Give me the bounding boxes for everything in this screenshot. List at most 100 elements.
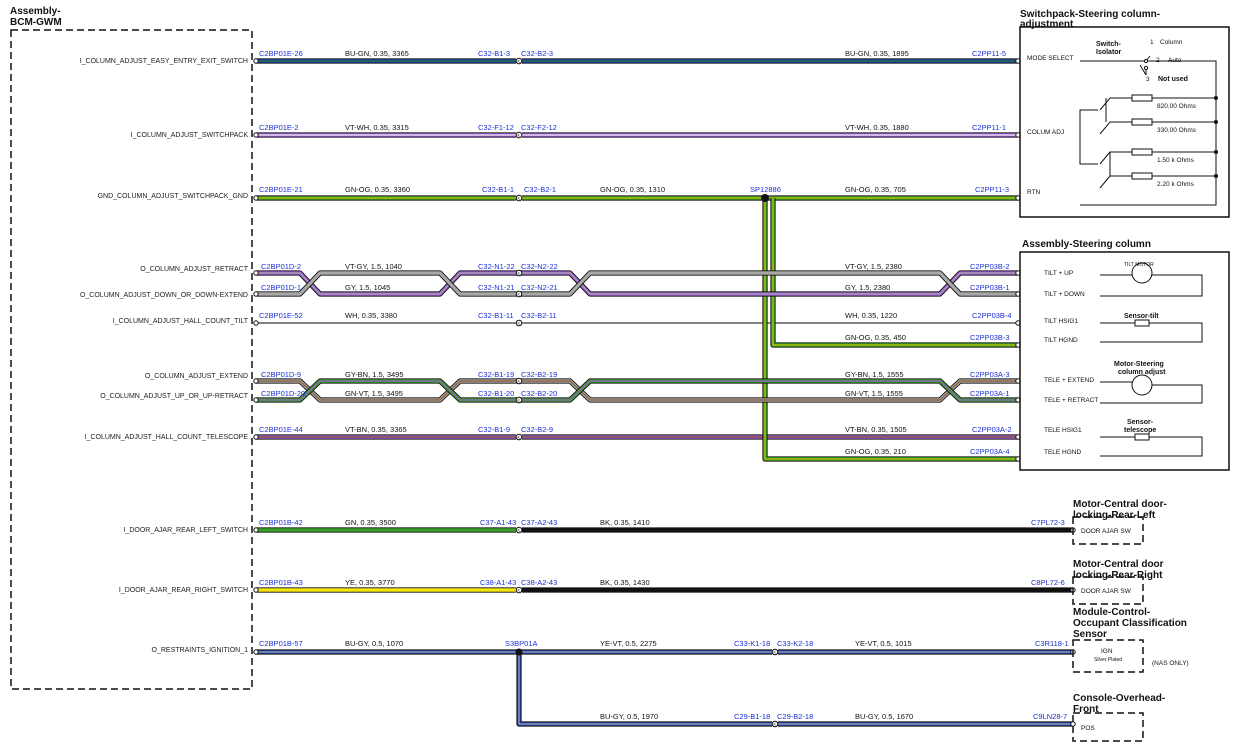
connector-C2BP01E-2: C2BP01E-2 — [259, 123, 299, 132]
connector-C32-B1-11: C32-B1-11 — [478, 311, 514, 320]
motor-adjust-label: column adjust — [1118, 369, 1166, 376]
motor-adjust-label: Motor-Steering — [1114, 361, 1164, 368]
wire-terminal — [253, 397, 259, 403]
connector-C32-B1-9: C32-B1-9 — [478, 425, 510, 434]
motor-adjust-wiring — [1100, 381, 1203, 404]
switch-position: Not used — [1158, 76, 1188, 83]
wire-terminal — [253, 587, 259, 593]
pin-label: MODE SELECT — [1027, 55, 1074, 62]
bcm-title: Assembly-BCM-GWM — [10, 6, 62, 28]
connector-C33-K2-18: C33-K2-18 — [777, 639, 813, 648]
switchpack-box — [1019, 26, 1230, 218]
wire-spec: VT-GY, 1.5, 1040 — [345, 262, 402, 271]
door-right-pin: DOOR AJAR SW — [1081, 588, 1132, 595]
door-left-pin: DOOR AJAR SW — [1081, 528, 1132, 535]
connector-C32-N2-22: C32-N2-22 — [521, 262, 558, 271]
steering-column-box — [1019, 251, 1230, 471]
wire-spec: YE-VT, 0.5, 2275 — [600, 639, 657, 648]
connector-C2PP03A-1: C2PP03A-1 — [970, 389, 1010, 398]
inline-connector-mark: < — [773, 722, 776, 728]
inline-connector-mark: < — [517, 292, 520, 298]
wire-spec: GN-VT, 1.5, 3495 — [345, 389, 403, 398]
signal-label: O_RESTRAINTS_IGNITION_1 — [152, 647, 249, 654]
signal-label: I_COLUMN_ADJUST_HALL_COUNT_TELESCOPE — [85, 434, 249, 441]
wire-spec: VT-BN, 0.35, 1505 — [845, 425, 907, 434]
wire-spec: GY-BN, 1.5, 3495 — [345, 370, 404, 379]
inline-connector-mark: < — [517, 398, 520, 404]
wire-spec: BU-GY, 0.5, 1670 — [855, 712, 913, 721]
signal-label: I_DOOR_AJAR_REAR_RIGHT_SWITCH — [119, 587, 248, 594]
connector-C2PP11-5: C2PP11-5 — [972, 49, 1006, 58]
ocs-ign-sub: Silver Plated — [1094, 657, 1122, 663]
wire-spec: BU-GY, 0.5, 1070 — [345, 639, 403, 648]
ocs-box — [1072, 639, 1144, 673]
signal-label: I_COLUMN_ADJUST_SWITCHPACK — [131, 132, 249, 139]
wire-terminal — [253, 291, 259, 297]
inline-connector — [515, 269, 523, 277]
wire-terminal — [1070, 721, 1076, 727]
connector-C32-F2-12: C32-F2-12 — [521, 123, 557, 132]
overhead-title: Console-Overhead-Front — [1073, 693, 1165, 715]
ladder-wiring — [1079, 109, 1098, 165]
sensor-tilt-label: Sensor-tilt — [1124, 313, 1159, 320]
connector-C2BP01D-20: C2BP01D-20 — [261, 389, 305, 398]
connector-C2PP03B-3: C2PP03B-3 — [970, 333, 1010, 342]
connector-C32-B1-1: C32-B1-1 — [482, 185, 514, 194]
pin-label: TILT HSIG1 — [1044, 318, 1078, 325]
wire-pos-a — [516, 652, 772, 727]
ocs-note: (NAS ONLY) — [1152, 660, 1189, 667]
wire-spec: VT-WH, 0.35, 3315 — [345, 123, 409, 132]
wire-spec: GN-VT, 1.5, 1555 — [845, 389, 903, 398]
inline-connector-mark: < — [517, 435, 520, 441]
connector-C2PP11-3: C2PP11-3 — [975, 185, 1009, 194]
connector-C2BP01B-43: C2BP01B-43 — [259, 578, 303, 587]
inline-connector-mark: < — [517, 321, 520, 327]
wire-spec: GY-BN, 1.5, 1555 — [845, 370, 904, 379]
ladder-links — [1105, 98, 1111, 176]
inline-connector-mark: < — [517, 528, 520, 534]
connector-C2BP01E-26: C2BP01E-26 — [259, 49, 303, 58]
signal-label: I_COLUMN_ADJUST_HALL_COUNT_TILT — [113, 318, 249, 325]
resistor-icon — [1131, 118, 1153, 126]
overhead-pin: POS — [1081, 725, 1095, 732]
switch-position-number: 1 — [1150, 39, 1154, 46]
junction-dot — [1214, 96, 1218, 100]
connector-C32-B2-3: C32-B2-3 — [521, 49, 553, 58]
wire-spec: GY, 1.5, 2380 — [845, 283, 890, 292]
wire-spec: BK, 0.35, 1410 — [600, 518, 650, 527]
switch-position-number: 3 — [1146, 76, 1150, 83]
connector-C2PP03A-2: C2PP03A-2 — [972, 425, 1012, 434]
resistor-value: 2.20 k Ohms — [1157, 181, 1195, 188]
inline-connector-mark: < — [517, 588, 520, 594]
resistor-wiring — [1099, 97, 1216, 111]
splice-point — [761, 194, 769, 202]
connector-C2PP03B-2: C2PP03B-2 — [970, 262, 1010, 271]
connector-C2BP01E-21: C2BP01E-21 — [259, 185, 303, 194]
wire-terminal — [253, 649, 259, 655]
wire-terminal — [253, 527, 259, 533]
connector-C2BP01B-42: C2BP01B-42 — [259, 518, 303, 527]
inline-connector — [515, 194, 523, 202]
inline-connector — [515, 377, 523, 385]
wire-terminal — [253, 320, 259, 326]
switch-position: Column — [1160, 39, 1183, 46]
connector-C32-F1-12: C32-F1-12 — [478, 123, 514, 132]
pin-label: TILT + UP — [1044, 270, 1073, 277]
tilt-motor-wiring — [1100, 274, 1203, 297]
switch-contact — [1143, 65, 1149, 71]
wire-terminal — [253, 434, 259, 440]
switch-wiring — [1080, 55, 1217, 206]
junction-dot — [1214, 150, 1218, 154]
inline-connector — [515, 131, 523, 139]
wire-spec: GN-OG, 0.35, 705 — [845, 185, 906, 194]
switch-isolator-label: Switch- — [1096, 41, 1122, 48]
inline-connector-mark: < — [517, 59, 520, 65]
wire-terminal — [253, 378, 259, 384]
connector-C32-B1-19: C32-B1-19 — [478, 370, 514, 379]
sensor-tilt-icon — [1134, 319, 1150, 327]
connector-C8PL72-6: C8PL72-6 — [1031, 578, 1065, 587]
door-right-box — [1072, 576, 1144, 605]
sensor-tele-wiring — [1100, 436, 1203, 457]
connector-C2BP01E-44: C2BP01E-44 — [259, 425, 303, 434]
